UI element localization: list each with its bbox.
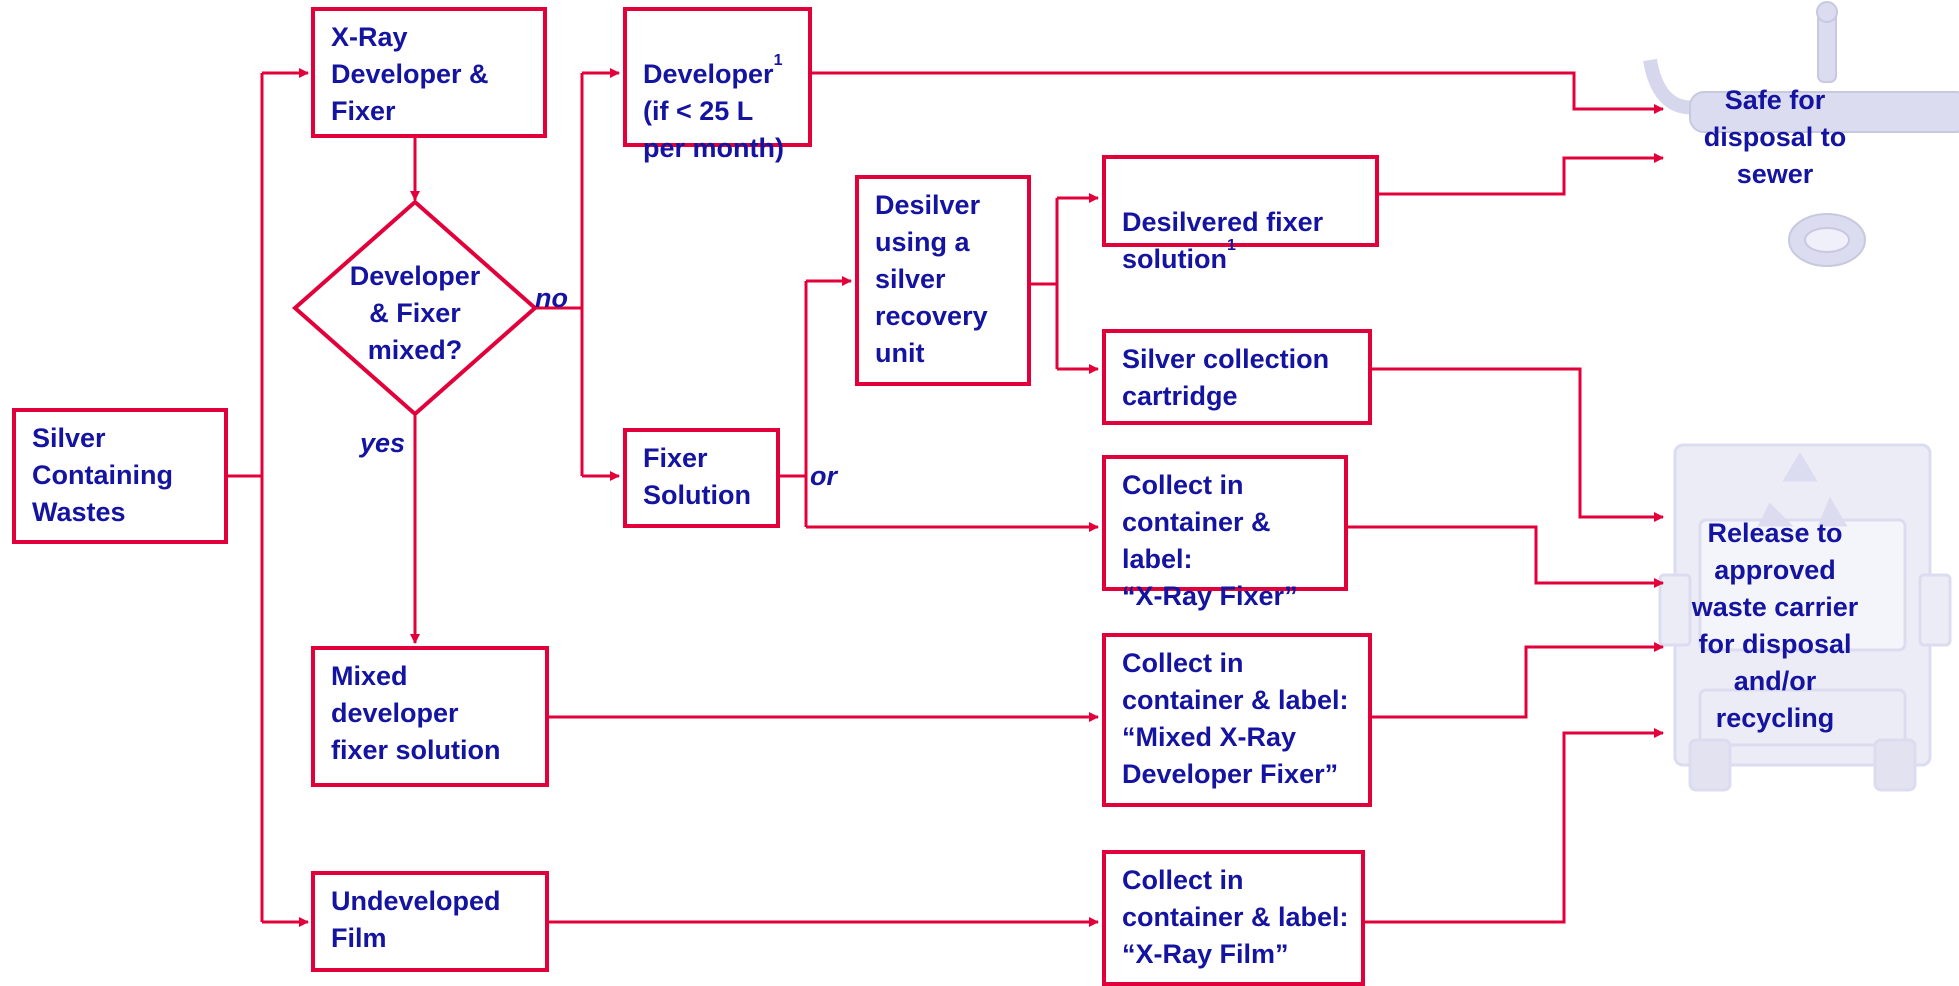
desilvered-label: Desilvered fixer solution (1122, 207, 1324, 274)
node-fixer-solution: Fixer Solution (623, 428, 780, 528)
developer-condition: (if < 25 L per month) (643, 96, 784, 163)
node-desilver-unit: Desilver using a silver recovery unit (855, 175, 1031, 386)
decision-label: Developer & Fixer mixed? (349, 261, 481, 365)
node-developer: Developer1 (if < 25 L per month) (623, 7, 812, 163)
branch-label-yes: yes (360, 428, 406, 458)
connector-lines (226, 68, 1664, 927)
branch-label-no: no (535, 283, 568, 313)
node-desilvered-fixer: Desilvered fixer solution1 (1102, 155, 1379, 274)
node-collect-mixed: Collect in container & label: “Mixed X-R… (1102, 633, 1372, 807)
recycling-truck-icon (1658, 443, 1952, 792)
sink-icon (1643, 1, 1959, 267)
node-mixed-solution: Mixed developer fixer solution (311, 646, 549, 787)
decision-diamond (291, 199, 539, 417)
node-xray-developer-fixer: X-Ray Developer & Fixer (311, 7, 547, 138)
node-collect-xray-fixer: Collect in container & label: “X-Ray Fix… (1102, 455, 1348, 611)
branch-label-or: or (810, 461, 837, 491)
developer-footnote: 1 (773, 52, 783, 69)
node-silver-cartridge: Silver collection cartridge (1102, 329, 1372, 425)
developer-label: Developer (643, 59, 774, 89)
sewer-label: Safe for disposal to sewer (1703, 85, 1847, 189)
node-collect-xray-film: Collect in container & label: “X-Ray Fil… (1102, 850, 1365, 986)
node-undeveloped-film: Undeveloped Film (311, 871, 549, 972)
desilvered-footnote: 1 (1226, 237, 1236, 254)
carrier-label: Release to approved waste carrier for di… (1691, 518, 1859, 733)
node-silver-containing-wastes: Silver Containing Wastes (12, 408, 228, 544)
